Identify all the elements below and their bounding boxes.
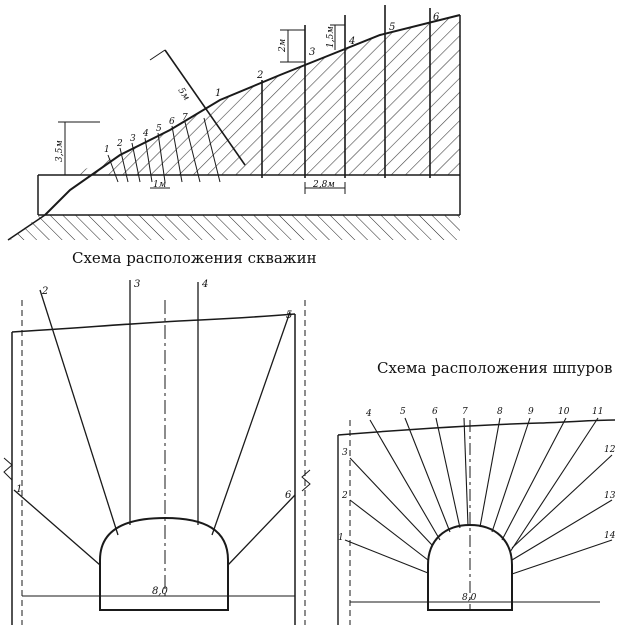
width-label-left: 8,0 (152, 586, 169, 597)
blasthole-top-11: 11 (592, 407, 603, 417)
tunnel-profile-left (99, 516, 229, 611)
borehole-cross-section: 1 2 3 4 5 6 8,0 (3, 279, 311, 625)
shothole-num-1: 1 (104, 145, 110, 155)
ground-hatch (10, 215, 460, 240)
borehole-num-3: 3 (309, 47, 315, 58)
longitudinal-section: 5м 1 2 3 4 5 6 2м 1,5м 1 2 3 4 (7, 5, 461, 241)
borehole-num-5: 5 (389, 22, 395, 33)
blasthole-right-13: 13 (604, 491, 616, 501)
inclined-borehole (164, 49, 246, 166)
shothole-num-2: 2 (116, 139, 123, 149)
label-incline-length: 5м (176, 86, 192, 103)
blasthole-right-14: 14 (604, 531, 616, 541)
label-height-3-5m: 3,5м (55, 140, 65, 162)
shothole-num-6: 6 (169, 117, 175, 127)
borehole-label-5: 5 (286, 310, 292, 321)
shothole-num-5: 5 (156, 124, 162, 134)
borehole-label-1: 1 (16, 484, 22, 495)
shothole-num-7: 7 (182, 113, 188, 123)
borehole-label-2: 2 (41, 286, 48, 297)
tunnel-profile-right (427, 523, 513, 611)
caption-blastholes: Схема расположения шпуров (377, 359, 612, 377)
blasthole-left-2: 2 (341, 491, 348, 501)
borehole-num-1: 1 (215, 88, 221, 99)
caption-boreholes: Схема расположения скважин (72, 249, 317, 267)
borehole-num-2: 2 (256, 70, 263, 81)
borehole-num-6: 6 (433, 12, 440, 23)
blasthole-cross-section: 4 5 6 7 8 9 10 11 3 2 1 12 13 14 8,0 (337, 407, 616, 625)
blasthole-right-12: 12 (604, 445, 616, 455)
blasthole-top-5: 5 (400, 407, 406, 417)
shothole-num-3: 3 (130, 134, 136, 144)
width-label-right: 8,0 (462, 593, 477, 603)
borehole-num-4: 4 (348, 36, 355, 47)
blasthole-top-7: 7 (462, 407, 468, 417)
blasthole-top-10: 10 (558, 407, 570, 417)
blasthole-left-3: 3 (342, 448, 348, 458)
borehole-label-3: 3 (134, 279, 140, 290)
borehole-label-6: 6 (285, 490, 292, 501)
label-step-1-5m: 1,5м (326, 26, 336, 48)
blasthole-top-6: 6 (432, 407, 438, 417)
slope-surface (44, 14, 461, 216)
label-step-2m: 2м (278, 39, 288, 53)
blasthole-top-9: 9 (528, 407, 534, 417)
label-spacing-1m: 1м (153, 180, 166, 190)
shothole-num-4: 4 (142, 129, 149, 139)
blasthole-top-4: 4 (365, 409, 372, 419)
borehole-label-4: 4 (201, 279, 208, 290)
blasthole-left-1: 1 (338, 533, 344, 543)
label-spacing-2-8m: 2,8м (312, 180, 335, 190)
rock-mass-hatch (70, 15, 460, 175)
blasthole-top-8: 8 (497, 407, 503, 417)
